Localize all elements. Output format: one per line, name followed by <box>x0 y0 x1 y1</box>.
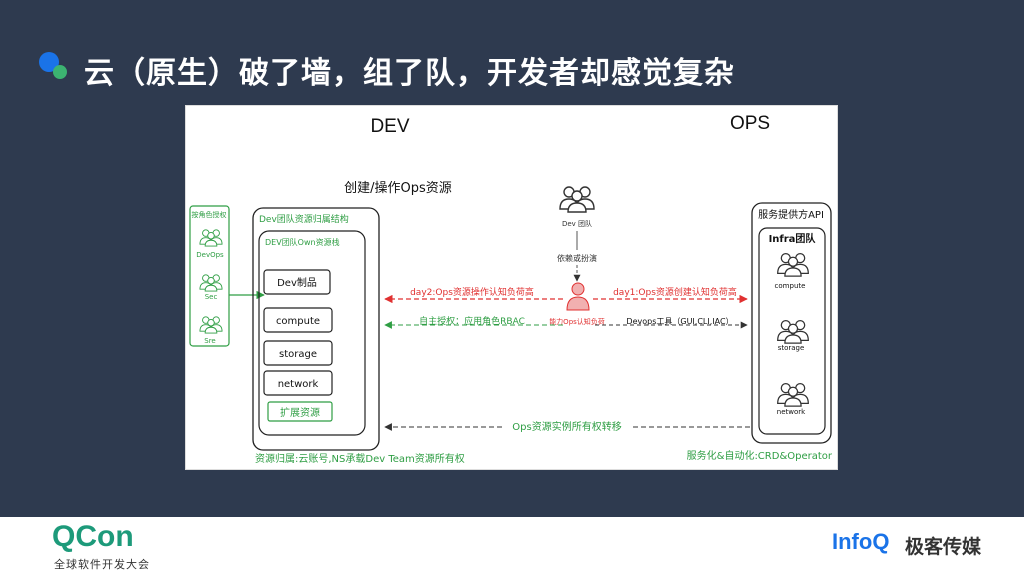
slide-title: 云（原生）破了墙，组了队，开发者却感觉复杂 <box>84 56 735 91</box>
infoq-logo: InfoQ <box>832 529 890 554</box>
dev-team-label: Dev 团队 <box>562 219 592 228</box>
diagram-figure: DEV OPS 创建/操作Ops资源 按角色授权 DevOps Sec Sre … <box>185 105 838 470</box>
infra-team-label: Infra团队 <box>769 232 817 245</box>
stack-item-storage: storage <box>279 349 317 360</box>
footer: QCon 全球软件开发大会 InfoQ 极客传媒 <box>0 517 1024 576</box>
qcon-logo: QCon <box>52 520 134 553</box>
role-devops: DevOps <box>196 251 224 259</box>
stack-item-dev-artifact: Dev制品 <box>277 276 317 289</box>
ops-person-icon <box>566 282 590 311</box>
ownership-transfer-label: Ops资源实例所有权转移 <box>512 420 621 433</box>
infra-network: network <box>777 408 806 416</box>
day2-label: day2:Ops资源操作认知负荷高 <box>410 286 534 298</box>
infra-compute: compute <box>775 282 806 290</box>
create-ops-label: 创建/操作Ops资源 <box>344 180 452 196</box>
depends-label: 依赖或扮演 <box>557 253 597 263</box>
service-provider-panel: 服务提供方API Infra团队 compute storage network <box>751 202 832 444</box>
dev-structure-panel: Dev团队资源归属结构 DEV团队Own资源栈 Dev制品 compute st… <box>252 207 380 451</box>
bubble-icon <box>39 52 67 79</box>
stack-item-network: network <box>278 379 319 390</box>
self-auth-label: 自主授权：应用角色RBAC <box>419 315 525 327</box>
dev-stack-title: DEV团队Own资源栈 <box>265 237 340 247</box>
service-api-label: 服务提供方API <box>758 208 824 221</box>
roles-label: 按角色授权 <box>192 210 227 219</box>
infra-storage: storage <box>778 344 805 352</box>
role-sec: Sec <box>205 293 218 301</box>
media-name: 极客传媒 <box>905 536 982 558</box>
stack-item-extend: 扩展资源 <box>280 406 320 419</box>
ops-header: OPS <box>730 113 770 134</box>
recognizer-label: 能力Ops认知负荷 <box>549 317 605 326</box>
day1-label: day1:Ops资源创建认知负荷高 <box>613 286 737 298</box>
stack-item-compute: compute <box>276 316 320 327</box>
role-sre: Sre <box>204 337 215 345</box>
dev-header: DEV <box>370 116 409 137</box>
roles-panel: 按角色授权 DevOps Sec Sre <box>189 205 230 347</box>
qcon-subtitle: 全球软件开发大会 <box>54 558 150 571</box>
devops-tools-label: Devops工具（GUI,CLI,IAC） <box>626 317 733 326</box>
resource-ownership-label: 资源归属:云账号,NS承载Dev Team资源所有权 <box>255 452 465 465</box>
dev-structure-title: Dev团队资源归属结构 <box>259 213 349 225</box>
service-automation-label: 服务化&自动化:CRD&Operator <box>687 449 833 462</box>
